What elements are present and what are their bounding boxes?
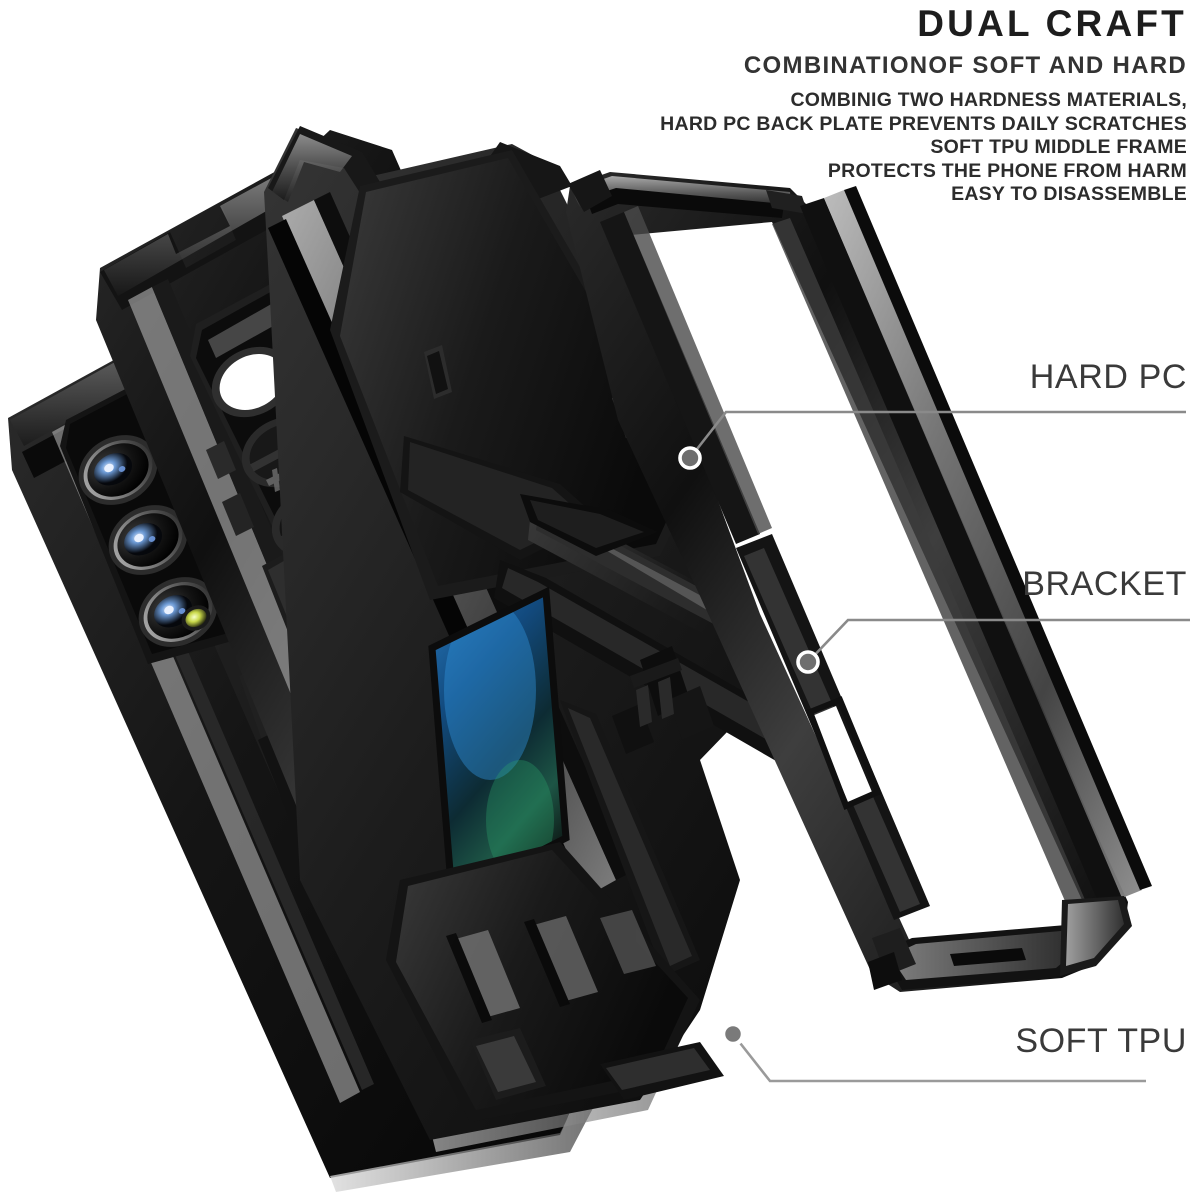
callout-label-soft-tpu: SOFT TPU — [1015, 1022, 1187, 1060]
callout-label-bracket: BRACKET — [1022, 565, 1187, 603]
led-flash-icon — [181, 605, 211, 631]
page-title: DUAL CRAFT — [917, 3, 1187, 44]
description-lines: COMBINIG TWO HARDNESS MATERIALS, HARD PC… — [467, 81, 1187, 207]
description-line: PROTECTS THE PHONE FROM HARM — [827, 159, 1187, 182]
hard-pc-back-plate-layer — [264, 126, 900, 1140]
header-text-block: DUAL CRAFT COMBINATIONOF SOFT AND HARD C… — [467, 0, 1187, 207]
callout-label-hard-pc: HARD PC — [1029, 358, 1187, 396]
tpu-bezel-frame-layer — [566, 170, 1152, 992]
description-line: SOFT TPU MIDDLE FRAME — [930, 136, 1187, 158]
description-line: COMBINIG TWO HARDNESS MATERIALS, — [790, 89, 1187, 111]
description-line: EASY TO DISASSEMBLE — [951, 183, 1187, 205]
description-line: HARD PC BACK PLATE PREVENTS DAILY SCRATC… — [660, 112, 1187, 135]
page-subtitle: COMBINATIONOF SOFT AND HARD — [743, 52, 1187, 79]
screen-glimpse — [432, 592, 566, 896]
plus-marking-icon — [266, 468, 283, 492]
